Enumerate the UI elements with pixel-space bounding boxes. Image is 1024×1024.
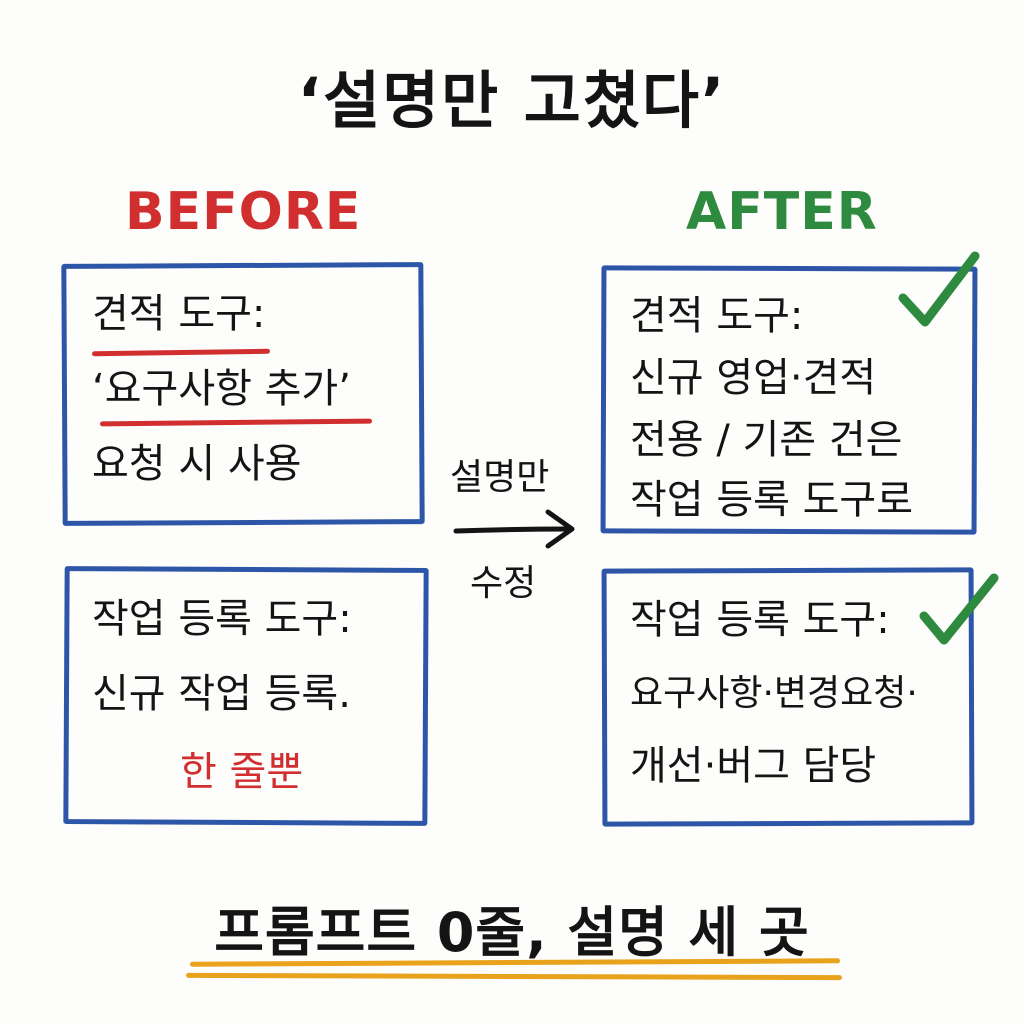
before-box2-note: 한 줄뿐: [180, 749, 304, 795]
after-box2-line1: 작업 등록 도구:: [630, 597, 890, 643]
bottom-summary: 프롬프트 0줄, 설명 세 곳: [214, 901, 810, 964]
after-box1-line1: 견적 도구:: [630, 293, 804, 339]
arrow-label-top: 설명만: [450, 457, 550, 498]
after-box2-line3: 개선·버그 담당: [630, 743, 877, 789]
before-box1-line2: ‘요구사항 추가’: [92, 366, 351, 412]
bottom-underline-2: [185, 972, 843, 981]
page-title: ‘설명만 고쳤다’: [297, 64, 727, 137]
before-box2-line2: 신규 작업 등록.: [92, 671, 351, 717]
after-box2-line2: 요구사항·변경요청·: [630, 673, 918, 714]
before-box1-line1: 견적 도구:: [92, 291, 266, 337]
check-icon: [919, 573, 999, 645]
before-box2-line1: 작업 등록 도구:: [92, 596, 352, 642]
after-box1-line3: 전용 / 기존 건은: [630, 417, 903, 463]
arrow-label-bottom: 수정: [470, 563, 537, 604]
check-icon: [898, 251, 980, 327]
arrow-right-icon: [453, 509, 575, 549]
after-box1-line4: 작업 등록 도구로: [630, 477, 914, 523]
after-label: AFTER: [686, 182, 878, 242]
before-label: BEFORE: [125, 182, 362, 242]
before-box1-line3: 요청 시 사용: [92, 441, 302, 487]
after-box1-line2: 신규 영업·견적: [630, 355, 877, 401]
